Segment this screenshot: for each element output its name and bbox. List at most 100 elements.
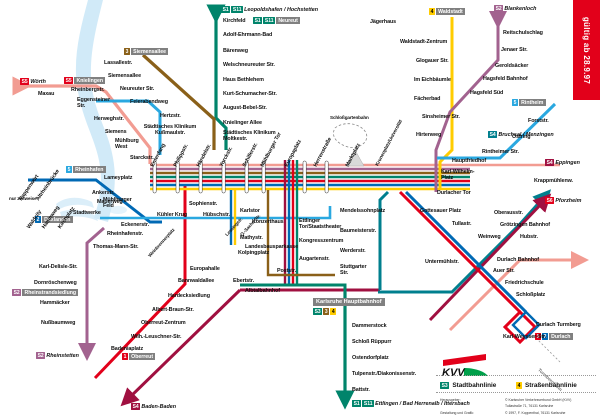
station-knielinger-allee[interactable]: Knielinger Allee xyxy=(223,120,262,126)
terminus-rintheim[interactable]: 5 Rintheim xyxy=(512,99,546,107)
terminus-kirchfeld[interactable]: S1 S11 Neureut xyxy=(253,17,301,25)
station-poststr[interactable]: Poststr. xyxy=(277,268,296,274)
destination-eppingen[interactable]: S4 Eppingen xyxy=(545,159,580,167)
station-siemensallee[interactable]: Siemensallee xyxy=(108,73,141,79)
station-lassallestr[interactable]: Lassallestr. xyxy=(104,60,133,66)
station-haus-bethlehem[interactable]: Haus Bethlehem xyxy=(223,77,264,83)
station-kongresszentrum[interactable]: Kongresszentrum xyxy=(299,238,344,244)
station-kurt-schumacher-str[interactable]: Kurt-Schumacher-Str. xyxy=(223,91,277,97)
station-mauerweg[interactable]: Mauerweg xyxy=(97,199,123,205)
station-huebschstr[interactable]: Hübschstr. xyxy=(203,212,230,218)
station-faecherbad[interactable]: Fächerbad xyxy=(414,96,441,102)
station-untermuehlstr[interactable]: Untermühlstr. xyxy=(425,259,459,265)
station-krappmuehlenw[interactable]: Krappmühlenw. xyxy=(534,178,573,184)
station-nussbaumweg[interactable]: Nußbaumweg xyxy=(41,320,76,326)
terminus-waldstadt[interactable]: 4 Waldstadt xyxy=(429,8,465,16)
station-tullastr[interactable]: Tullastr. xyxy=(452,221,472,227)
station-rheinhafenstr[interactable]: Rheinhafenstr. xyxy=(107,231,144,237)
station-friedrichschule[interactable]: Friedrichschule xyxy=(505,280,544,286)
station-forststr[interactable]: Forststr. xyxy=(528,118,549,124)
station-bannwaldallee[interactable]: Bannwaldallee xyxy=(178,278,215,284)
station-jaegerhaus[interactable]: Jägerhaus xyxy=(370,19,397,25)
station-karlsruhe-hauptbahnhof[interactable]: Karlsruhe Hauptbahnhof xyxy=(313,298,385,306)
station-feierabendweg[interactable]: Feierabendweg xyxy=(130,99,168,105)
destination-leopoldshafen[interactable]: S1 S11 Leopoldshafen / Hochstetten xyxy=(221,6,318,14)
station-rheinbergstr[interactable]: Rheinbergstr. xyxy=(71,87,105,93)
station-durlacher-tor[interactable]: Durlacher Tor xyxy=(437,190,471,196)
station-werderstr[interactable]: Werderstr. xyxy=(340,248,366,254)
station-stuttgarter-str[interactable]: Stuttgarter Str. xyxy=(340,264,367,277)
destination-rheinstetten[interactable]: S2 Rheinstetten xyxy=(36,352,79,360)
station-reitschulschlag[interactable]: Reitschulschlag xyxy=(503,30,543,36)
station-siemens[interactable]: Siemens xyxy=(105,129,127,135)
station-ettlinger-tor-staatstheater[interactable]: Ettlinger Tor/Staatstheater xyxy=(299,218,342,231)
terminus-knielingen[interactable]: S5 Knielingen xyxy=(64,77,106,85)
station-durlach-bahnhof[interactable]: Durlach Bahnhof xyxy=(497,257,539,263)
destination-woerth[interactable]: S5 Wörth xyxy=(20,78,46,86)
station-neureuter-str[interactable]: Neureuter Str. xyxy=(120,86,155,92)
station-starckstr[interactable]: Starckstr. xyxy=(130,155,154,161)
station-august-bebel-str[interactable]: August-Bebel-Str. xyxy=(223,105,267,111)
station-hertzstr[interactable]: Hertzstr. xyxy=(160,113,181,119)
station-auer-str[interactable]: Auer Str. xyxy=(493,268,515,274)
station-schloss-rueppurr[interactable]: Schloß Rüppurr xyxy=(352,339,392,345)
station-durlach-turmberg[interactable]: Durlach Turmberg xyxy=(536,322,581,328)
station-ostendorfplatz[interactable]: Ostendorfplatz xyxy=(352,355,389,361)
station-landesbausparkasse[interactable]: Landesbausparkasse xyxy=(245,244,299,250)
station-karl-weysser-str[interactable]: Karl-Weysser-Str. xyxy=(503,334,547,340)
station-ostring[interactable]: Ostring xyxy=(512,134,531,140)
terminus-daxlanden[interactable]: 2 Daxlanden xyxy=(35,216,73,224)
terminus-rheinstrandsiedlung[interactable]: S2 Rheinstrandsiedlung xyxy=(12,289,79,297)
station-oberreut-zentrum[interactable]: Oberreut-Zentrum xyxy=(141,320,186,326)
station-europahalle[interactable]: Europahalle xyxy=(190,266,220,272)
station-hirtenweg[interactable]: Hirtenweg xyxy=(416,132,442,138)
station-mathystr[interactable]: Mathystr. xyxy=(240,235,263,241)
station-herweghstr[interactable]: Herweghstr. xyxy=(94,116,124,122)
station-hauptfriedhof[interactable]: Hauptfriedhof xyxy=(452,158,487,164)
station-karl-wilhelm-platz[interactable]: Karl-Wilhelm-Platz xyxy=(441,169,475,182)
station-dammerstock[interactable]: Dammerstock xyxy=(352,323,387,329)
station-tulpenstr-diakonissenstr[interactable]: Tulpenstr./Diakonissenstr. xyxy=(352,371,417,377)
terminus-siemensallee[interactable]: 3 Siemensallee xyxy=(124,48,169,56)
station-karlstor[interactable]: Karlstor xyxy=(240,208,260,214)
station-hagsfeld-bahnhof[interactable]: Hagsfeld Bahnhof xyxy=(483,76,528,82)
station-gottesauer-platz[interactable]: Gottesauer Platz xyxy=(420,208,461,214)
destination-bruchsal[interactable]: S4 Bruchsal / Menzingen xyxy=(488,131,554,139)
station-baumeisterstr[interactable]: Baumeisterstr. xyxy=(340,228,377,234)
station-welschneureuter-str[interactable]: Welschneureuter Str. xyxy=(223,62,275,68)
station-staedtisches-klinikum-moltkestr[interactable]: Städtisches Klinikum Moltkestr. xyxy=(223,130,276,143)
station-ebertstr[interactable]: Ebertstr. xyxy=(233,278,254,284)
destination-pforzheim[interactable]: S6 Pforzheim xyxy=(545,197,581,205)
terminus-rheinhafen[interactable]: 5 Rheinhafen xyxy=(66,166,106,174)
station-badeniaplatz[interactable]: Badeniaplatz xyxy=(111,346,144,352)
station-schlossplatz[interactable]: Schloßplatz xyxy=(516,292,546,298)
station-kuehler-krug[interactable]: Kühler Krug xyxy=(157,212,188,218)
station-eckenerstr[interactable]: Eckenerstr. xyxy=(121,222,149,228)
station-im-eichbaeumle[interactable]: Im Eichbäumle xyxy=(414,77,451,83)
terminus-durlach[interactable]: 1 2 Durlach xyxy=(535,333,573,341)
station-adolf-ehrmann-bad[interactable]: Adolf-Ehrmann-Bad xyxy=(223,32,273,38)
station-eggensteiner-str[interactable]: Eggensteiner Str. xyxy=(77,97,110,110)
station-staedtisches-klinikum-kussmaulstr[interactable]: Städtisches Klinikum Kußmaulstr. xyxy=(143,124,197,137)
station-konzerthaus[interactable]: Konzerthaus xyxy=(252,219,284,225)
destination-blankenloch[interactable]: S2 Blankenloch xyxy=(494,5,536,13)
station-ankerstr[interactable]: Ankerstr. xyxy=(92,190,115,196)
station-albert-braun-str[interactable]: Albert-Braun-Str. xyxy=(152,307,194,313)
station-albtalbahnhof[interactable]: Albtalbahnhof xyxy=(245,288,280,294)
station-hagsfeld-sued[interactable]: Hagsfeld Süd xyxy=(470,90,504,96)
station-hubstr[interactable]: Hubstr. xyxy=(520,234,538,240)
station-geroldsaecker[interactable]: Geroldsäcker xyxy=(495,63,529,69)
station-baerenweg[interactable]: Bärenweg xyxy=(223,48,248,54)
station-weinweg[interactable]: Weinweg xyxy=(478,234,501,240)
station-stadtwerke[interactable]: Stadtwerke xyxy=(73,210,101,216)
station-hammaecker[interactable]: Hammäcker xyxy=(40,300,70,306)
station-battstr[interactable]: Battstr. xyxy=(352,387,370,393)
destination-baden-baden[interactable]: S4 Baden-Baden xyxy=(131,403,176,411)
station-dornroeschenweg[interactable]: Dornröschenweg xyxy=(34,280,77,286)
station-groetzingen-bahnhof[interactable]: Grötzingen Bahnhof xyxy=(500,222,551,228)
station-wilh-leuschner-str[interactable]: Wilh.-Leuschner-Str. xyxy=(131,334,182,340)
station-oberausstr[interactable]: Oberausstr. xyxy=(494,210,523,216)
station-kirchfeld[interactable]: Kirchfeld xyxy=(223,18,246,24)
station-augartenstr[interactable]: Augartenstr. xyxy=(299,256,330,262)
station-waldstadt-zentrum[interactable]: Waldstadt-Zentrum xyxy=(400,39,448,45)
